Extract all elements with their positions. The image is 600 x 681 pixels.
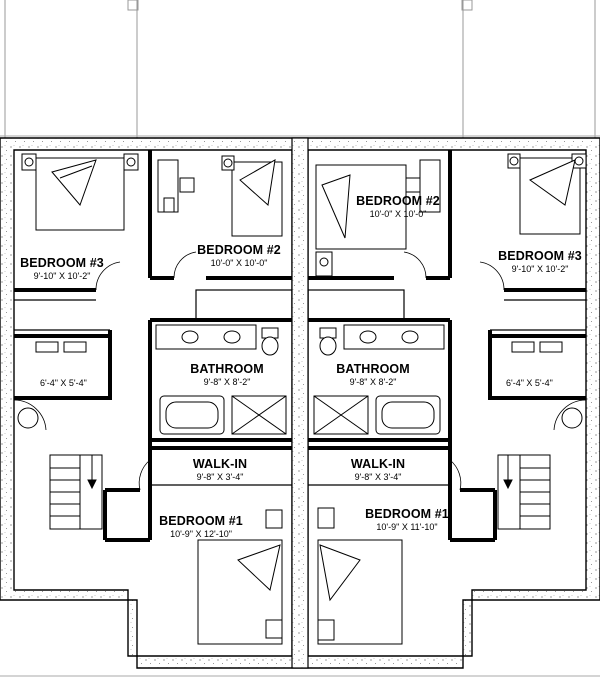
room-name: BATHROOM <box>190 362 264 376</box>
interior-walls-left <box>14 150 292 542</box>
room-name: BEDROOM #2 <box>197 243 281 257</box>
room-name: BEDROOM #3 <box>498 249 582 263</box>
room-dimensions: 9'-8" X 8'-2" <box>349 376 397 387</box>
room-dimensions-closet-left: 6'-4" X 5'-4" <box>40 378 87 388</box>
stair-left <box>49 454 103 530</box>
bed-bedroom2-right <box>315 159 441 277</box>
room-label-bedroom1-left: BEDROOM #1 10'-9" X 12'-10" <box>146 515 256 539</box>
room-dimensions: 9'-8" X 8'-2" <box>203 376 251 387</box>
room-label-bedroom2-left: BEDROOM #2 10'-0" X 10'-0" <box>186 244 292 268</box>
room-dimensions: 9'-8" X 3'-4" <box>196 471 244 482</box>
stair-right <box>497 454 551 530</box>
room-dimensions: 10'-0" X 10'-0" <box>369 208 427 219</box>
room-dimensions: 9'-8" X 3'-4" <box>354 471 402 482</box>
room-dimensions: 9'-10" X 10'-2" <box>511 263 569 274</box>
room-dimensions: 10'-0" X 10'-0" <box>210 257 268 268</box>
room-name: BATHROOM <box>336 362 410 376</box>
roof-lines <box>4 0 596 140</box>
bed-bedroom3-left <box>21 153 139 231</box>
room-name: BEDROOM #2 <box>356 194 440 208</box>
door-swings <box>13 251 587 491</box>
closet-fixtures <box>17 341 583 429</box>
room-dimensions: 10'-9" X 11'-10" <box>376 521 438 532</box>
room-name: WALK-IN <box>350 457 406 471</box>
party-wall <box>291 137 309 669</box>
bed-bedroom1-left <box>197 509 283 645</box>
bathroom-fixtures-right <box>313 324 445 435</box>
room-dimensions: 10'-9" X 12'-10" <box>170 528 232 539</box>
room-label-bedroom3-right: BEDROOM #3 9'-10" X 10'-2" <box>488 250 592 274</box>
room-label-bedroom2-right: BEDROOM #2 10'-0" X 10'-0" <box>346 195 450 219</box>
site-lines <box>0 135 600 677</box>
room-dimensions-closet-right: 6'-4" X 5'-4" <box>506 378 553 388</box>
bathroom-fixtures-left <box>155 324 287 435</box>
room-dimensions: 9'-10" X 10'-2" <box>33 270 91 281</box>
room-label-bedroom3-left: BEDROOM #3 9'-10" X 10'-2" <box>10 257 114 281</box>
room-name: WALK-IN <box>192 457 248 471</box>
room-name: BEDROOM #3 <box>20 256 104 270</box>
room-label-bathroom-left: BATHROOM 9'-8" X 8'-2" <box>172 363 282 387</box>
room-label-walkin-left: WALK-IN 9'-8" X 3'-4" <box>162 458 278 482</box>
room-name: BEDROOM #1 <box>365 507 449 521</box>
room-label-bathroom-right: BATHROOM 9'-8" X 8'-2" <box>318 363 428 387</box>
bed-bedroom1-right <box>317 507 403 645</box>
room-name: BEDROOM #1 <box>159 514 243 528</box>
bed-bedroom2-left <box>157 155 283 237</box>
bed-bedroom3-right <box>507 153 587 235</box>
room-label-walkin-right: WALK-IN 9'-8" X 3'-4" <box>320 458 436 482</box>
room-label-bedroom1-right: BEDROOM #1 10'-9" X 11'-10" <box>352 508 462 532</box>
